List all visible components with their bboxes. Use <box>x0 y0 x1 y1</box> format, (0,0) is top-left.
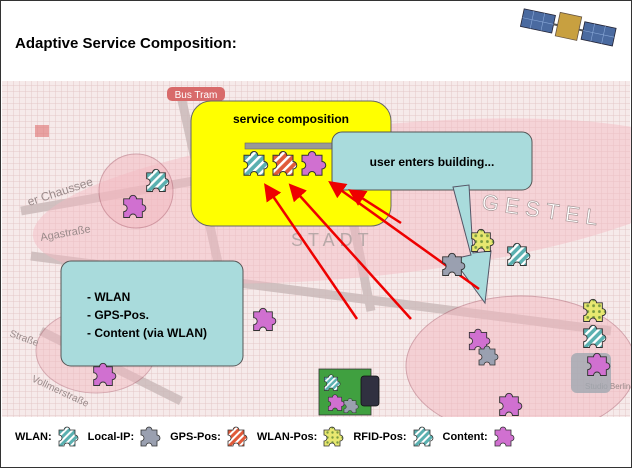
capability-gps: - GPS-Pos. <box>87 308 149 322</box>
puzzle-wlan-icon <box>58 426 79 447</box>
satellite-icon <box>519 8 617 47</box>
composed-wlan-icon <box>243 151 269 176</box>
map-wlan-pos-icon <box>471 228 495 252</box>
legend-label: GPS-Pos: <box>170 431 221 443</box>
map-rfid-icon <box>583 324 607 348</box>
district-label: STADT <box>291 230 374 250</box>
legend-label: Content: <box>442 431 488 443</box>
map-content-icon <box>123 194 147 218</box>
legend-item-wlan-pos: WLAN-Pos: <box>257 425 345 449</box>
legend-item-wlan: WLAN: <box>15 425 79 449</box>
callout-text: user enters building... <box>370 155 495 169</box>
mobile-device-icon <box>318 368 380 416</box>
callout-user-enters-building: user enters building... <box>331 131 533 191</box>
legend-label: WLAN: <box>15 431 52 443</box>
map-content-icon <box>499 392 523 416</box>
map-content-icon <box>253 307 277 331</box>
svg-text:Bus Tram: Bus Tram <box>175 90 218 101</box>
puzzle-content-icon <box>494 426 515 447</box>
legend-item-local-ip: Local-IP: <box>88 425 161 449</box>
map-content-icon <box>587 352 611 376</box>
legend-item-rfid: RFID-Pos: <box>353 425 433 449</box>
service-composition-title: service composition <box>233 112 349 126</box>
map-wlan-icon <box>146 168 170 192</box>
legend-label: RFID-Pos: <box>353 431 407 443</box>
puzzle-gps-icon <box>227 426 248 447</box>
map-local-ip-icon <box>442 252 466 276</box>
legend-item-gps: GPS-Pos: <box>170 425 248 449</box>
composed-gps-icon <box>272 151 298 176</box>
puzzle-wlan-pos-icon <box>323 426 344 447</box>
legend-item-content: Content: <box>443 425 515 449</box>
map-content-icon <box>93 362 117 386</box>
puzzle-local-ip-icon <box>140 426 161 447</box>
composed-content-icon <box>301 151 327 176</box>
capability-content: - Content (via WLAN) <box>87 326 207 340</box>
movement-arrow <box>452 184 492 305</box>
legend: WLAN: Local-IP: GPS-Pos: WLAN-Pos: RFID-… <box>15 425 524 449</box>
legend-label: WLAN-Pos: <box>256 431 318 443</box>
slide-title: Adaptive Service Composition: <box>15 35 237 52</box>
map-local-ip-icon <box>478 345 499 366</box>
legend-label: Local-IP: <box>87 431 135 443</box>
bus-tram-sign: Bus Tram <box>167 87 225 101</box>
map-wlan-icon <box>507 242 531 266</box>
puzzle-rfid-icon <box>413 426 433 447</box>
map-wlan-pos-icon <box>583 298 607 322</box>
capability-wlan: - WLAN <box>87 290 130 304</box>
capabilities-callout: - WLAN - GPS-Pos. - Content (via WLAN) <box>60 260 244 367</box>
